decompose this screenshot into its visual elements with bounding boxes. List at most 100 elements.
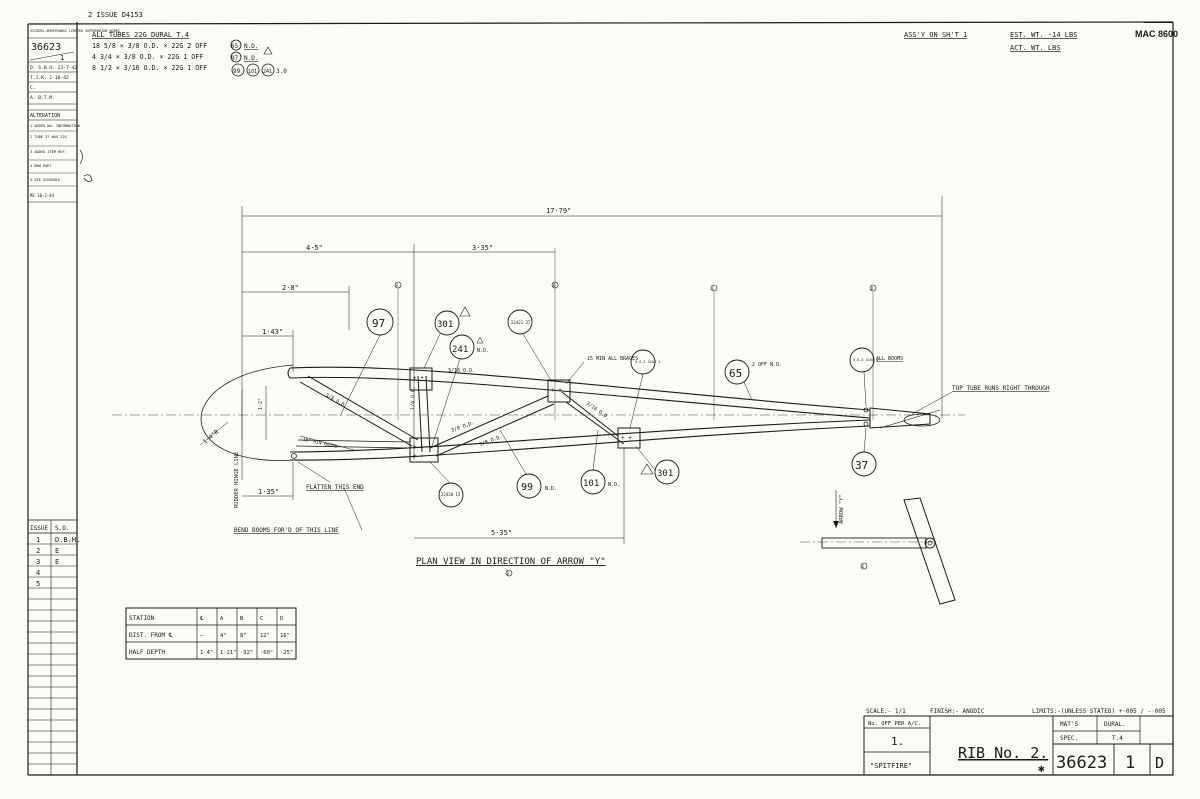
mat-value: DURAL. [1104,721,1126,728]
panel-sheet: 1 [60,54,64,62]
left-title-panel: VICKERS-ARMSTRONGS LIMITED SUPERMARINE W… [28,29,120,203]
note-99-nd: N.D. [545,486,557,492]
scale: SCALE:- 1/1 [866,708,906,715]
assy-note: ASS'Y ON SH'T 1 [904,31,967,39]
issue-number: 5 [36,580,40,588]
issue-so: D.B.H. [55,536,80,544]
issue-so: E [55,547,59,555]
station-c: C [712,286,715,291]
dim-1-43: 1·43" [262,328,283,336]
od-label-3: 3/16 O.D. [448,368,475,374]
panel-line-2: T.J.K. 1-10-42 [30,75,69,81]
drawing-number: 36623 [1056,753,1107,773]
balloon-22421-37: 22421 37 [511,320,531,325]
dim-4-5: 4·5" [306,244,323,252]
station-cell: ·25" [280,650,293,656]
sheet-border [27,21,1174,776]
tube-ref-99: 99 [233,68,241,75]
station-cell: C [260,616,263,622]
panel-line-1: D. S.B.H. 23-7-42 [30,65,77,71]
balloon-vg3-4: V.G.3 4164 1 [635,360,660,364]
balloon-99: 99 [521,482,533,493]
dim-1-35: 1·35" [258,488,279,496]
rudder-hinge-note: RUDDER HINGE LINE [234,452,240,508]
tube-ref-65: 65 [231,43,239,50]
balloon-301-top: 301 [437,320,453,330]
note-all-braces: ·15 MIN ALL BRACES [584,356,638,362]
note-all-booms: ALL BOOMS [876,356,903,362]
tube-ref-101: 101 [248,69,257,75]
mat-label: MAT'S [1060,721,1078,728]
station-cell: D [280,616,283,622]
dim-radius: 1·4"R [202,428,221,445]
rivet-mark: + + [413,375,424,382]
alteration-2: 2 TUBE 37 WAS 22G [30,135,67,139]
station-cell: 8" [240,633,247,639]
tube-ref-nd-1: N.D. [244,43,258,50]
station-cell: 1·21" [220,650,237,656]
tube-ref-nd-2: N.D. [244,55,258,62]
alteration-3: 3 ADDED ITEM REF. [30,150,67,154]
tube-row-2: 4 3/4 × 3/8 O.D. × 22G 1 OFF [92,53,203,61]
dim-vertical-1-2: 1·2" [258,398,264,410]
note-241-nd: N.D. [477,348,489,354]
sheet-size: D [1155,754,1164,772]
firm-name: VICKERS-ARMSTRONGS LIMITED SUPERMARINE W… [30,29,120,33]
dim-3-35: 3·35" [472,244,493,252]
spec-label: SPEC. [1060,735,1078,742]
rivet-mark: + + [413,453,424,460]
est-weight: EST. WT. ·14 LBS [1010,31,1077,39]
act-weight: ACT. WT. LBS [1010,44,1061,52]
panel-line-4: A. B.T.M. [30,95,55,101]
balloon-22420-15: 22420 15 [441,492,461,497]
issue-number: 1 [36,536,40,544]
tube-row-1: 18 5/8 × 3/8 O.D. × 22G 2 OFF [92,42,207,50]
alteration-6: RE 10-2-44 [30,193,55,198]
rivet-mark: + + [551,387,562,394]
corner-reference: 2 ISSUE D4153 [88,11,143,19]
dim-5-35: 5·35" [491,529,512,537]
balloon-37: 37 [855,459,868,472]
note-101-nd: N.D. [608,482,620,488]
issue-number: 3 [36,558,40,566]
station-cell: B [240,616,244,622]
aircraft: "SPITFIRE" [870,762,912,770]
alteration-5: 5 SEE SCHEDULE [30,178,60,182]
issue-number: 4 [36,569,40,577]
station-cell: ·92" [240,650,253,656]
issue-number: 2 [36,547,40,555]
top-right-notes: ASS'Y ON SH'T 1 EST. WT. ·14 LBS ACT. WT… [904,31,1077,52]
issue-so: E [55,558,59,566]
station-cell: ℄ [199,616,204,622]
limits: LIMITS:-(UNLESS STATED) +·005 / -·005 [1032,708,1166,715]
asterisk-mark: ✱ [1038,762,1045,775]
station-d: D [871,286,874,291]
note-flatten: FLATTEN THIS END [306,484,364,491]
station-cell: 12" [260,633,270,639]
balloon-97: 97 [372,317,385,330]
off-per: No. OFF PER A/C. [868,721,921,727]
note-bend: BEND BOOMS FOR'D OF THIS LINE [234,527,339,534]
detail-ref: E [862,564,865,569]
balloon-301-bottom: 301 [657,469,673,479]
alteration-1: 1 ADDED NO. INFORMATION [30,124,80,128]
so-header: S.O. [55,525,69,532]
balloon-65: 65 [729,367,742,380]
balloon-101: 101 [583,479,599,489]
rivet-mark: + + [621,435,632,442]
station-row-label: HALF DEPTH [129,649,166,656]
plan-view-ref: E [507,571,510,576]
balloon-241: 241 [452,345,468,355]
dim-overall: 17·79" [546,207,571,215]
arrow-y-note: ARROW "Y" [839,494,845,524]
tubes-schedule: ALL TUBES 22G DURAL T.4 18 5/8 × 3/8 O.D… [92,31,287,77]
plan-view-drawing: 17·79" 4·5" 3·35" 2·8" 1·43" A B C D [112,196,1050,605]
panel-line-3: C. [30,85,36,91]
station-cell: — [200,633,204,639]
station-cell: 1·4" [200,650,213,656]
note-top-tube: TOP TUBE RUNS RIGHT THROUGH [952,385,1050,392]
issue-header: ISSUE [30,525,48,532]
sheet-number: 1 [1125,753,1135,773]
dim-2-8: 2·8" [282,284,299,292]
